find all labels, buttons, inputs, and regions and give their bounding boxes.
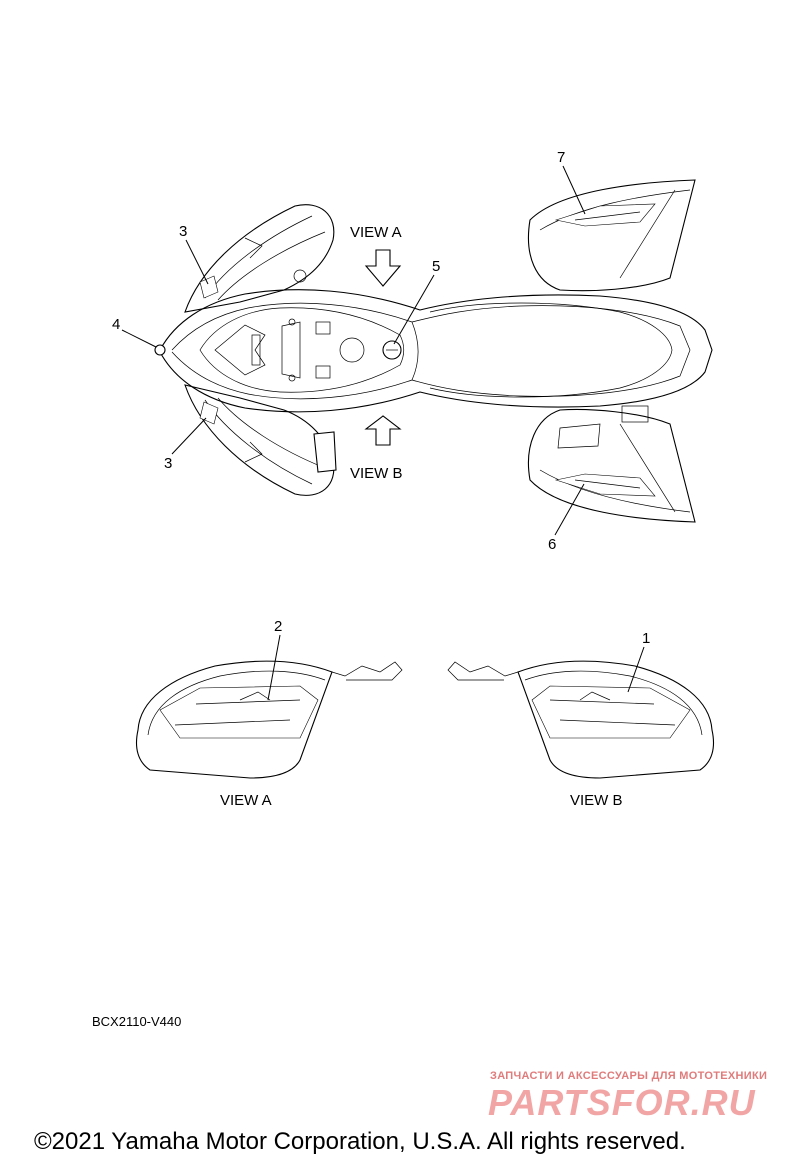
callout-label-2: 2 bbox=[274, 618, 282, 635]
front-fender-upper bbox=[184, 204, 335, 313]
watermark-brand: PARTSFOR.RU bbox=[488, 1082, 756, 1123]
callout-label-3-lower: 3 bbox=[164, 455, 172, 472]
decal-7 bbox=[554, 203, 656, 227]
decal-3-lower bbox=[199, 401, 219, 425]
view-a-arrow: VIEW A bbox=[350, 224, 402, 287]
callout-label-1: 1 bbox=[642, 630, 650, 647]
atv-top-view bbox=[154, 179, 713, 523]
decal-6 bbox=[554, 473, 656, 497]
callout-4: 4 bbox=[112, 316, 157, 348]
view-a-arrow-label: VIEW A bbox=[350, 224, 402, 241]
callout-6: 6 bbox=[548, 483, 585, 553]
callout-label-7: 7 bbox=[557, 149, 565, 166]
callout-2: 2 bbox=[267, 618, 282, 701]
callout-label-6: 6 bbox=[548, 536, 556, 553]
callout-3-lower: 3 bbox=[164, 417, 207, 472]
part-code: BCX2110-V440 bbox=[92, 1014, 182, 1029]
decal-4 bbox=[154, 344, 166, 356]
view-a-fender bbox=[135, 660, 403, 779]
decal-3-upper bbox=[199, 275, 219, 299]
view-a-label: VIEW A bbox=[220, 792, 272, 809]
callout-label-4: 4 bbox=[112, 316, 120, 333]
callout-7: 7 bbox=[557, 149, 586, 215]
rear-fender-lower bbox=[527, 408, 696, 523]
view-b-arrow-label: VIEW B bbox=[350, 465, 403, 482]
copyright-notice: ©2021 Yamaha Motor Corporation, U.S.A. A… bbox=[34, 1128, 686, 1155]
view-b-arrow: VIEW B bbox=[350, 415, 403, 482]
main-body bbox=[159, 289, 713, 413]
callout-1: 1 bbox=[627, 630, 650, 693]
callout-3-upper: 3 bbox=[179, 223, 209, 285]
callout-5: 5 bbox=[393, 258, 440, 345]
rear-fender-upper bbox=[527, 179, 696, 292]
callout-label-3-upper: 3 bbox=[179, 223, 187, 240]
decal-1 bbox=[531, 685, 691, 739]
view-b-fender bbox=[447, 660, 715, 779]
view-b-label: VIEW B bbox=[570, 792, 623, 809]
watermark-subtitle: ЗАПЧАСТИ И АКСЕССУАРЫ ДЛЯ МОТОТЕХНИКИ bbox=[490, 1070, 768, 1082]
front-fender-lower bbox=[184, 384, 335, 496]
decal-2 bbox=[159, 685, 319, 739]
callout-label-5: 5 bbox=[432, 258, 440, 275]
